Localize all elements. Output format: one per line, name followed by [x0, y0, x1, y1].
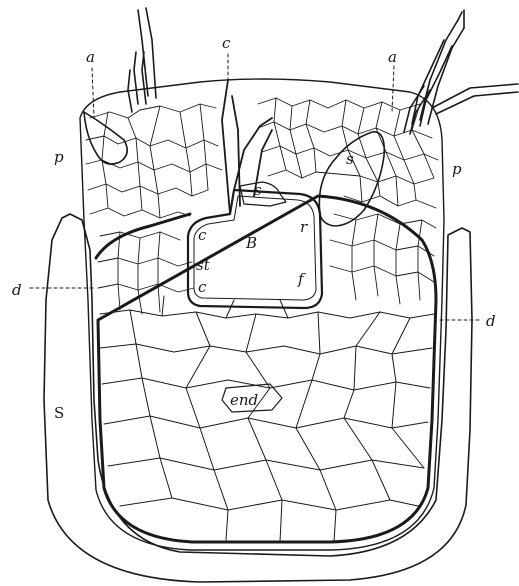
label-c-left-upper: c [198, 226, 207, 244]
label-S: S [54, 404, 64, 422]
label-st: st [196, 256, 211, 274]
label-p-left: p [54, 148, 64, 166]
cell-B-neck [222, 80, 272, 214]
label-d-left: d [12, 281, 22, 299]
label-s-upper: s [254, 181, 262, 199]
label-a-left: a [86, 48, 95, 66]
label-a-right: a [388, 48, 397, 66]
label-c-top: c [222, 34, 231, 52]
cell-s-chamber [240, 182, 286, 206]
right-synergid-s [319, 132, 384, 226]
label-B: B [245, 234, 257, 252]
label-r: r [300, 218, 308, 236]
label-end: end [230, 391, 258, 409]
label-s-right: s [346, 150, 354, 168]
label-p-right: p [452, 160, 462, 178]
top-filaments [128, 8, 518, 134]
small-cell-network [86, 98, 438, 314]
label-c-left-lower: c [198, 278, 207, 296]
endosperm-cell-network [100, 296, 434, 542]
label-d-right: d [486, 312, 496, 330]
label-f: f [297, 270, 306, 288]
left-synergid [84, 112, 127, 164]
